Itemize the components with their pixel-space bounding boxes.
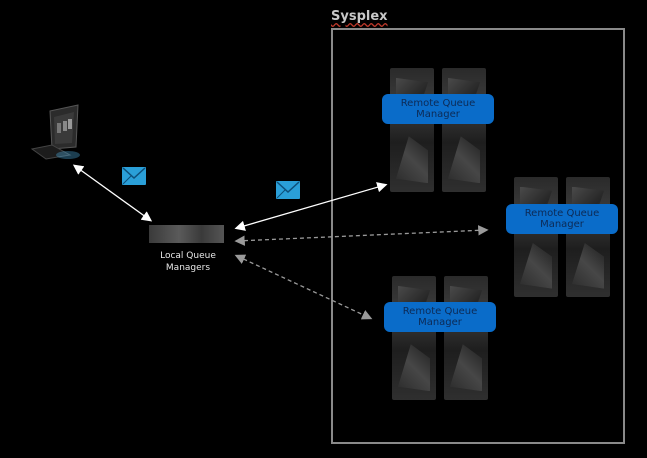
remote-queue-manager-label: Remote Queue Manager	[382, 94, 494, 124]
server-rack-icon	[566, 177, 610, 297]
label-line2: Manager	[416, 109, 460, 120]
server-rack-icon	[444, 276, 488, 400]
remote-queue-manager-1: Remote Queue Manager	[382, 68, 494, 192]
local-queue-managers-label: Local Queue Managers	[140, 250, 236, 274]
envelope-icon	[276, 181, 300, 199]
local-label-line1: Local Queue	[160, 251, 216, 261]
remote-queue-manager-label: Remote Queue Manager	[506, 204, 618, 234]
remote-queue-manager-3: Remote Queue Manager	[384, 276, 496, 400]
label-line1: Remote Queue	[402, 306, 478, 317]
label-line2: Manager	[540, 219, 584, 230]
connection-local-remote-3	[234, 254, 373, 320]
remote-queue-manager-2: Remote Queue Manager	[506, 177, 618, 297]
connection-local-remote-1	[234, 182, 388, 231]
label-line2: Manager	[418, 317, 462, 328]
local-label-line2: Managers	[165, 263, 211, 273]
label-line1: Remote Queue	[400, 98, 476, 109]
sysplex-label: Sysplex	[331, 9, 388, 24]
connection-laptop-local	[72, 164, 153, 222]
label-line1: Remote Queue	[524, 208, 600, 219]
server-rack-icon	[442, 68, 486, 192]
server-rack-icon	[390, 68, 434, 192]
remote-queue-manager-label: Remote Queue Manager	[384, 302, 496, 332]
local-queue-managers-server-icon	[149, 225, 224, 243]
envelope-icon	[122, 167, 146, 185]
server-rack-icon	[392, 276, 436, 400]
server-rack-icon	[514, 177, 558, 297]
laptop-icon	[30, 103, 86, 161]
connection-local-remote-2	[234, 225, 489, 246]
